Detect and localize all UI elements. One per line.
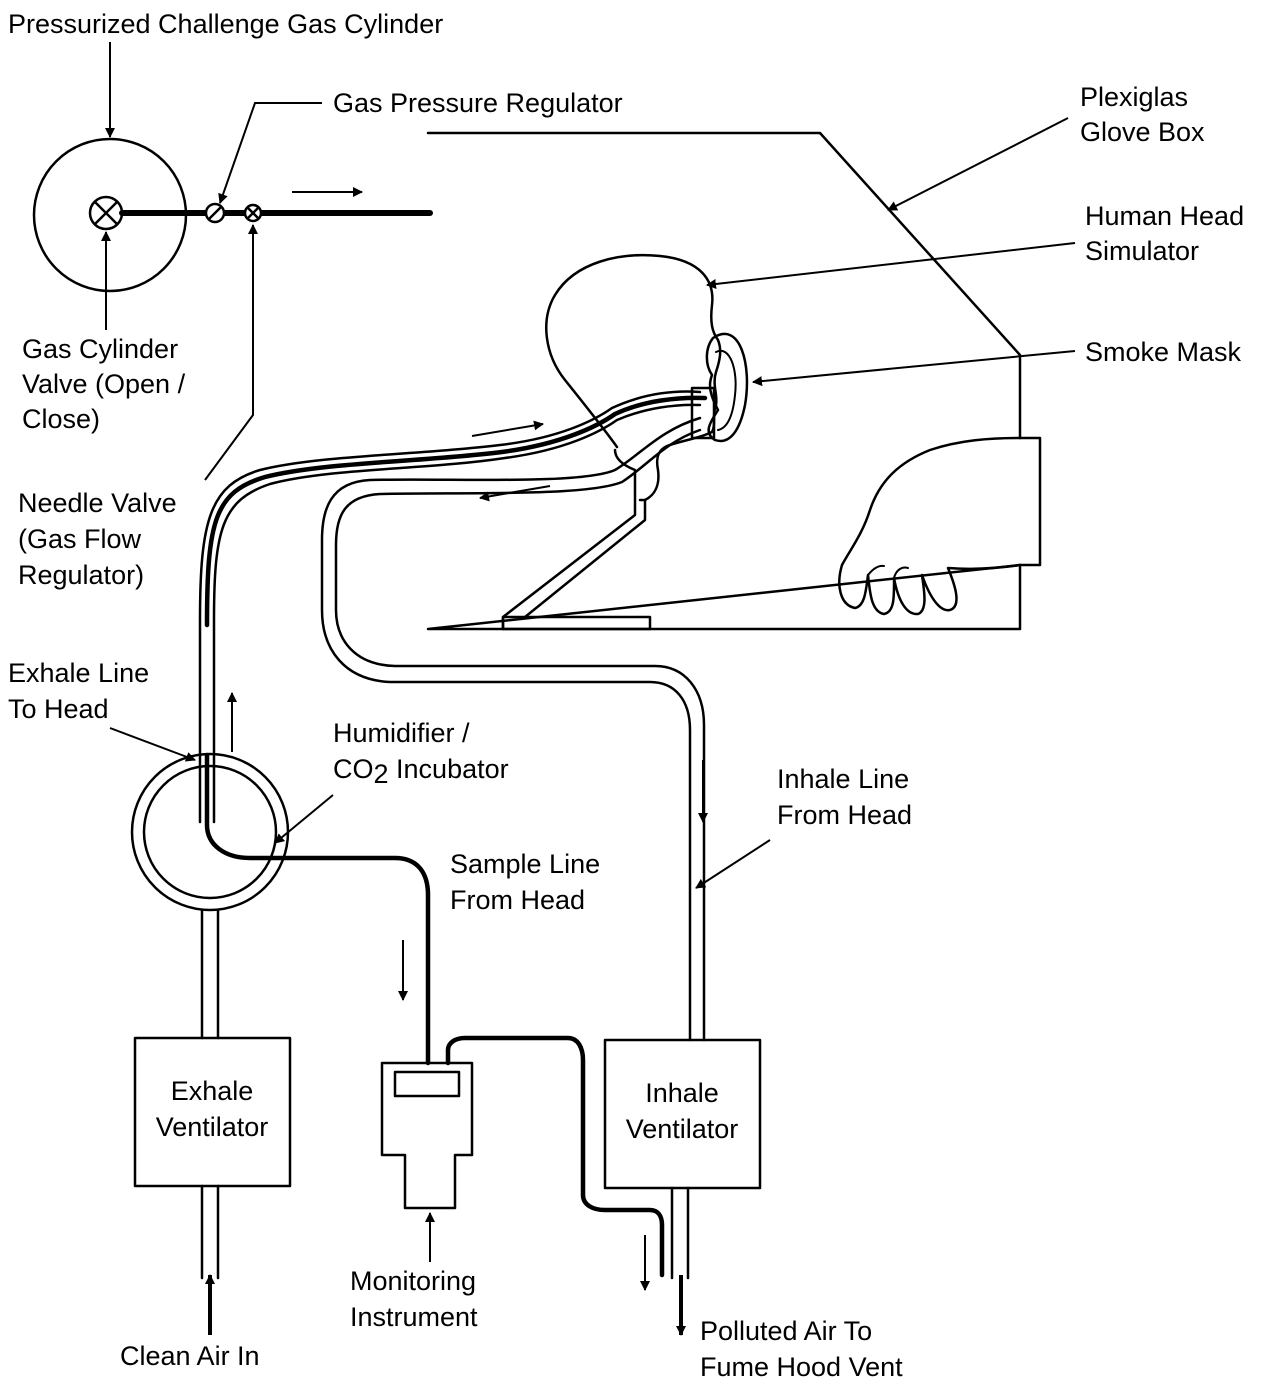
inhale-line-pointer [695, 839, 771, 889]
head-label-1: Human Head [1085, 201, 1244, 231]
humidifier-label-1: Humidifier / [333, 718, 470, 748]
glovebox-label-1: Plexiglas [1080, 82, 1188, 112]
monitor-label-1: Monitoring [350, 1266, 476, 1296]
needle-valve-icon [243, 203, 263, 223]
instrument-outlet-line [445, 1035, 665, 1278]
exhale-flow-arrow [471, 420, 544, 437]
needle-valve-pointer [204, 224, 258, 481]
regulator-icon [204, 202, 226, 224]
cyl-valve-label-3: Close) [22, 404, 100, 434]
mask-connector [690, 386, 716, 440]
sample-line-label-1: Sample Line [450, 849, 600, 879]
human-head-simulator [545, 253, 722, 502]
inhale-flow-arrow [479, 485, 551, 502]
regulator-label: Gas Pressure Regulator [333, 88, 623, 118]
inhale-ventilator [603, 1038, 762, 1190]
exhale-vent-label-1: Exhale [171, 1076, 254, 1106]
exhale-line-label-2: To Head [8, 694, 109, 724]
cyl-valve-label-2: Valve (Open / [22, 369, 186, 399]
smoke-mask [705, 332, 749, 443]
exhale-vent-label-2: Ventilator [156, 1112, 269, 1142]
glove-port [1018, 436, 1042, 567]
needle-label-3: Regulator) [18, 560, 144, 590]
sample-line-label-2: From Head [450, 885, 585, 915]
mask-label: Smoke Mask [1085, 337, 1242, 367]
polluted-air-label-1: Polluted Air To [700, 1316, 872, 1346]
head-stand [501, 448, 647, 631]
cylinder-valve-icon [88, 195, 124, 231]
needle-label-2: (Gas Flow [18, 524, 142, 554]
sample-line [204, 752, 431, 1066]
glovebox-label-2: Glove Box [1080, 117, 1205, 147]
inhale-vent-label-2: Ventilator [626, 1114, 739, 1144]
glove [838, 436, 1022, 616]
exhale-line [198, 390, 702, 824]
stand-base [501, 615, 652, 631]
humidifier-label-2: CO2 Incubator [333, 754, 509, 789]
glovebox-pointer [887, 117, 1069, 211]
exhale-line-pointer [109, 727, 196, 762]
monitoring-instrument [380, 1061, 474, 1210]
inhale-line [320, 416, 702, 1042]
regulator-pointer [218, 102, 322, 204]
instrument-display [393, 1070, 461, 1098]
inhale-line-label-1: Inhale Line [777, 764, 909, 794]
head-label-2: Simulator [1085, 236, 1199, 266]
mask-pointer [752, 350, 1076, 387]
monitor-label-2: Instrument [350, 1302, 478, 1332]
humidifier-pointer [274, 794, 334, 844]
inhale-line-label-2: From Head [777, 800, 912, 830]
glove-box [426, 131, 1022, 631]
needle-label-1: Needle Valve [18, 488, 177, 518]
clean-air-label: Clean Air In [120, 1341, 260, 1371]
cyl-valve-label-1: Gas Cylinder [22, 334, 178, 364]
cylinder-label: Pressurized Challenge Gas Cylinder [8, 9, 443, 39]
head-pointer [706, 242, 1076, 289]
exhale-line-label-1: Exhale Line [8, 658, 149, 688]
polluted-air-label-2: Fume Hood Vent [700, 1352, 903, 1382]
inhale-vent-label-1: Inhale [645, 1078, 719, 1108]
exhale-ventilator [133, 1036, 292, 1188]
